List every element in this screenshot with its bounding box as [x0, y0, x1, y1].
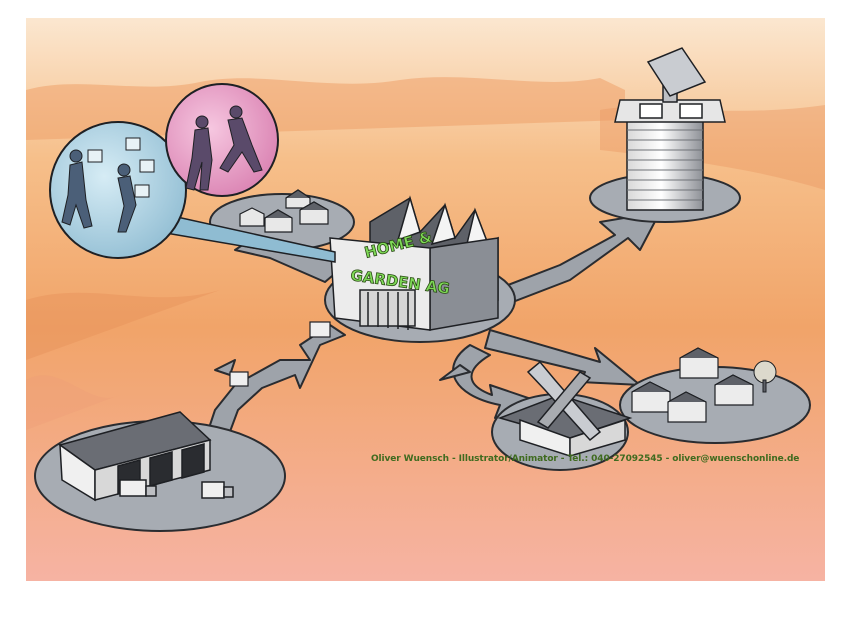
houses-top-left [239, 189, 329, 233]
team-bubble [165, 83, 279, 197]
road-trucks [229, 321, 331, 387]
factory-building [329, 195, 499, 331]
office-bubble [49, 121, 187, 259]
tower-building [614, 47, 726, 211]
houses-right [631, 347, 754, 423]
office-scene [61, 137, 155, 233]
tree [753, 360, 777, 393]
road-network [204, 211, 661, 446]
team-scene [185, 105, 263, 191]
repair-shop [497, 360, 633, 458]
illustrator-credit: Oliver Wuensch - Illustrator/Animator - … [371, 454, 800, 464]
warehouse-building [58, 411, 234, 502]
team-bubble-circle [165, 83, 279, 197]
